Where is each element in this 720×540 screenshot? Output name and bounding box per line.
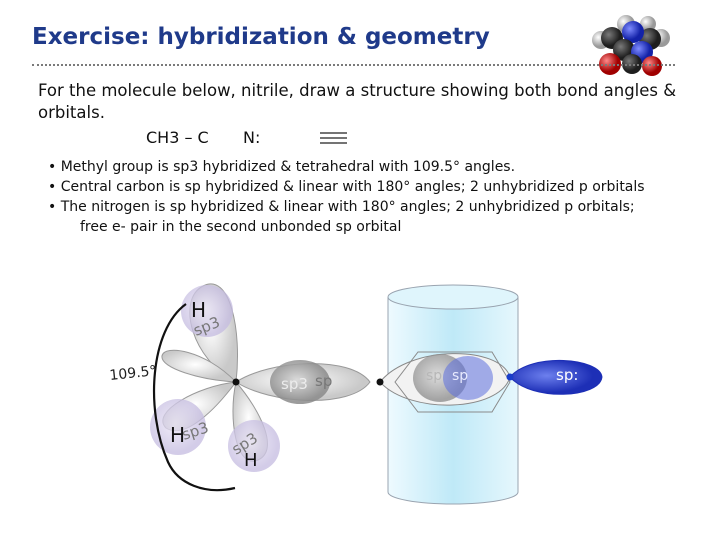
sp-label-carbon: sp bbox=[426, 368, 442, 384]
sp3-lobe-shaded bbox=[270, 360, 330, 404]
central-carbon-dot bbox=[376, 378, 384, 386]
sp-lobe-blue bbox=[443, 356, 493, 400]
sp-hexagon-outline bbox=[394, 351, 511, 413]
h-label-bottom: H bbox=[244, 450, 258, 471]
triple-bond-symbol bbox=[320, 132, 347, 144]
lone-pair-lobe bbox=[509, 359, 603, 395]
bullet-item: • Central carbon is sp hybridized & line… bbox=[48, 179, 645, 195]
slide-title: Exercise: hybridization & geometry bbox=[32, 24, 490, 50]
bullet-item: • Methyl group is sp3 hybridized & tetra… bbox=[48, 159, 516, 175]
formula-left: CH3 – C bbox=[146, 128, 209, 147]
nitrogen-dot bbox=[506, 373, 514, 381]
exercise-prompt: For the molecule below, nitrile, draw a … bbox=[38, 81, 677, 122]
title-divider bbox=[32, 64, 675, 66]
sp3-lobe-left bbox=[161, 349, 238, 383]
bullet-list: • Methyl group is sp3 hybridized & tetra… bbox=[48, 157, 718, 237]
sp-label-nitrogen: sp bbox=[452, 368, 468, 384]
angle-label: 109.5° bbox=[109, 363, 158, 384]
h-orbital-top bbox=[181, 285, 233, 337]
sp-label-bond: sp bbox=[315, 372, 332, 390]
h-orbital-left bbox=[150, 399, 206, 455]
bullet-item: free e- pair in the second unbonded sp o… bbox=[80, 219, 402, 235]
h-label-left: H bbox=[170, 423, 185, 447]
h-label-top: H bbox=[191, 298, 206, 322]
lone-pair-label: sp: bbox=[556, 366, 578, 384]
sp3-label-bond: sp3 bbox=[281, 375, 308, 393]
h-orbital-bottom bbox=[228, 420, 280, 472]
molecule-model-icon bbox=[592, 15, 670, 76]
methyl-carbon-dot bbox=[232, 378, 240, 386]
bond-angle-arc bbox=[152, 303, 236, 492]
formula-right: N: bbox=[243, 128, 261, 147]
bullet-item: • The nitrogen is sp hybridized & linear… bbox=[48, 199, 635, 215]
